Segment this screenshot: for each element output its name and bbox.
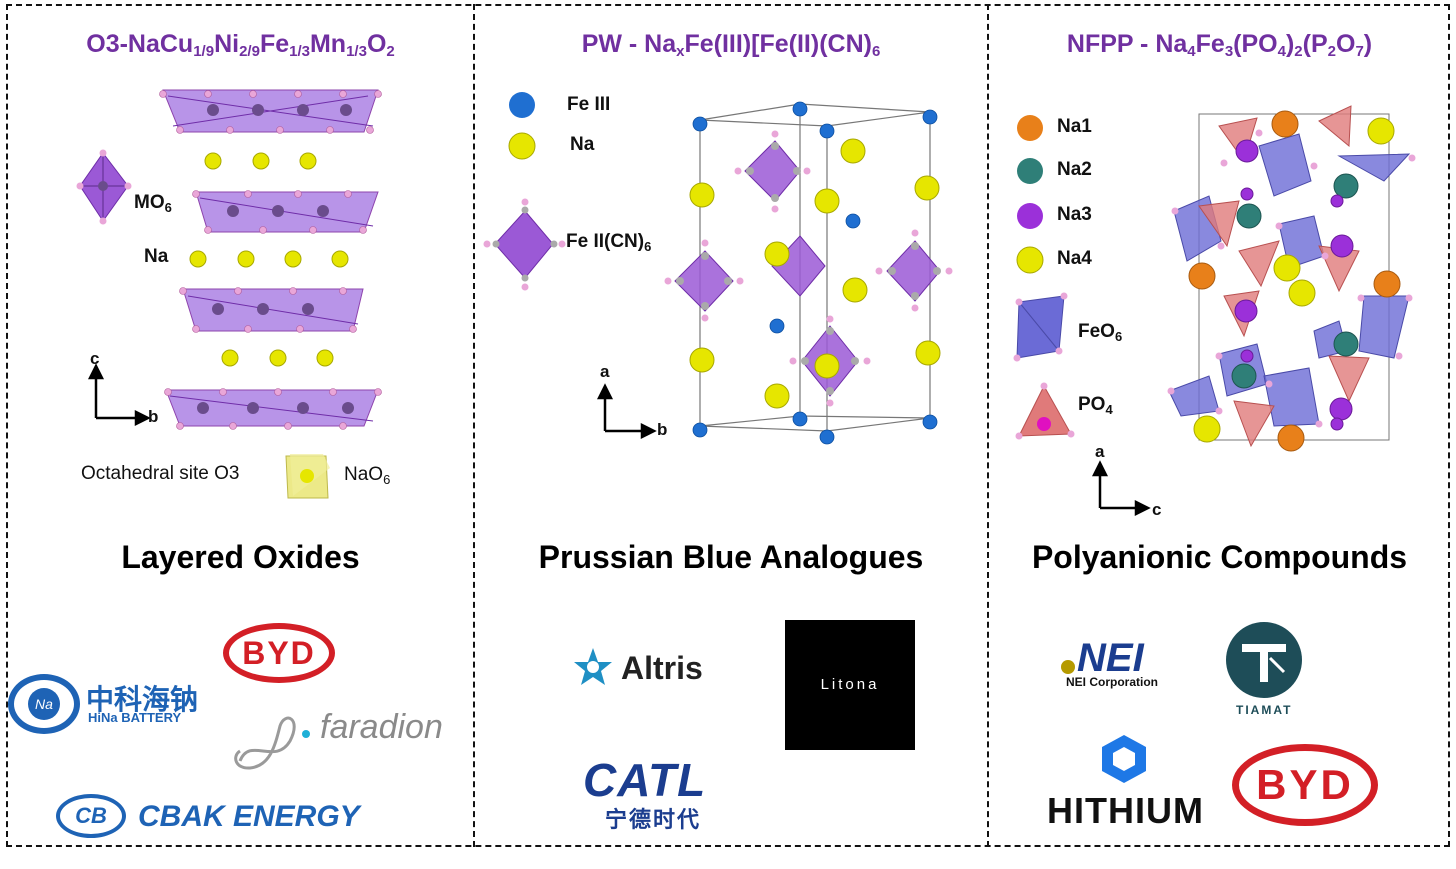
legend-na3-icon xyxy=(1017,203,1043,229)
axis-c-b xyxy=(87,363,151,427)
axis-c-label: c xyxy=(1152,500,1162,519)
oxygen-atoms xyxy=(159,90,382,430)
mo6-legend-octahedron xyxy=(76,149,132,225)
na-label: Na xyxy=(570,134,595,155)
prussian-heading: Prussian Blue Analogues xyxy=(538,539,924,575)
octahedral-site-label: Octahedral site O3 xyxy=(81,463,240,484)
axis-a-label: a xyxy=(1095,442,1105,461)
mo6-layer xyxy=(162,89,379,133)
cbak-logo-mark: CB xyxy=(56,794,126,838)
na1-label: Na1 xyxy=(1057,116,1092,137)
figure-frame xyxy=(6,4,1450,847)
fe3-atoms xyxy=(692,101,938,445)
polyanionic-structure-diagram xyxy=(1013,105,1416,517)
layered-title: O3-NaCu1/9Ni2/9Fe1/3Mn1/3O2 xyxy=(86,30,395,60)
legend-fecn6-octahedron xyxy=(483,198,566,291)
nei-logo: NEI xyxy=(1061,636,1144,681)
prussian-structure-diagram xyxy=(483,92,953,445)
na1-atoms xyxy=(1188,110,1401,452)
tiamat-logo-mark xyxy=(1226,622,1302,698)
mo6-layer xyxy=(182,288,364,332)
po4-label: PO4 xyxy=(1078,394,1113,417)
mo6-layer xyxy=(165,389,379,427)
nei-dot-icon xyxy=(1061,659,1075,674)
fecn6-octahedra xyxy=(674,140,941,397)
hithium-logo: HITHIUM xyxy=(1047,790,1204,831)
faradion-logo: faradion xyxy=(320,708,443,746)
nei-subtitle: NEI Corporation xyxy=(1066,675,1158,689)
panel-divider-2 xyxy=(987,4,989,847)
layer-metal-atoms xyxy=(197,104,354,414)
legend-feo6-icon xyxy=(1013,292,1068,362)
na3-label: Na3 xyxy=(1057,204,1092,225)
cbak-logo-text: CBAK ENERGY xyxy=(138,800,360,833)
n-atoms xyxy=(664,130,953,407)
altris-logo: Altris xyxy=(621,650,703,686)
litona-logo: Litona xyxy=(785,620,915,750)
legend-na-icon xyxy=(508,132,536,160)
na3-atoms xyxy=(1234,139,1354,431)
layered-structure-diagram xyxy=(76,89,382,499)
axis-a-b xyxy=(596,383,657,440)
panel-polyanionic: NFPP - Na4Fe3(PO4)2(P2O7) xyxy=(989,6,1450,846)
axis-c-label: c xyxy=(90,349,100,368)
legend-na2-icon xyxy=(1017,158,1043,184)
hina-en-text: HiNa BATTERY xyxy=(88,710,182,725)
prussian-title: PW - NaxFe(III)[Fe(II)(CN)6 xyxy=(581,30,881,60)
feo6-label: FeO6 xyxy=(1078,321,1123,344)
fecn6-label: Fe II(CN)6 xyxy=(566,231,652,254)
hina-logo-mark: Na xyxy=(8,674,80,734)
po4-tetrahedra xyxy=(1198,105,1370,448)
panel-divider-1 xyxy=(473,4,475,847)
tiamat-text: TIAMAT xyxy=(1236,703,1293,717)
catl-logo: CATL xyxy=(583,754,707,806)
panel-layered-oxides: O3-NaCu1/9Ni2/9Fe1/3Mn1/3O2 xyxy=(8,6,473,846)
polyanionic-title: NFPP - Na4Fe3(PO4)2(P2O7) xyxy=(1066,30,1373,60)
na-label: Na xyxy=(144,246,169,267)
polyanionic-heading: Polyanionic Compounds xyxy=(1031,539,1408,575)
hithium-hex-icon xyxy=(1102,735,1146,783)
byd-logo: BYD xyxy=(1232,744,1378,826)
fe3-label: Fe III xyxy=(567,94,611,115)
nao6-label: NaO6 xyxy=(344,464,391,487)
layered-heading: Layered Oxides xyxy=(121,539,360,575)
na2-label: Na2 xyxy=(1057,159,1092,180)
axis-b-label: b xyxy=(657,420,668,439)
legend-po4-icon xyxy=(1015,382,1075,440)
na-atoms xyxy=(189,152,349,367)
byd-logo: BYD xyxy=(223,623,335,683)
legend-na4-icon xyxy=(1016,246,1044,274)
cn-atoms xyxy=(676,142,941,395)
na4-label: Na4 xyxy=(1057,248,1092,269)
tiamat-t-icon xyxy=(1242,644,1286,682)
catl-cn-logo: 宁德时代 xyxy=(605,807,702,832)
legend-na1-icon xyxy=(1017,115,1043,141)
panel-prussian-blue: PW - NaxFe(III)[Fe(II)(CN)6 xyxy=(475,6,987,846)
mo6-label: MO6 xyxy=(134,192,172,215)
na4-atoms xyxy=(1193,117,1395,443)
hina-cn-text: 中科海钠 xyxy=(86,684,199,715)
axis-a-label: a xyxy=(600,362,610,381)
legend-fe3-icon xyxy=(509,92,535,118)
mo6-layer xyxy=(195,191,379,233)
na-atoms xyxy=(689,138,941,409)
axis-a-c xyxy=(1091,460,1151,517)
na2-atoms xyxy=(1231,173,1359,389)
altris-star-icon xyxy=(574,648,612,685)
nao6-octahedron xyxy=(285,454,330,499)
oxygen-atoms xyxy=(1167,129,1416,428)
faradion-mark-icon xyxy=(234,716,310,770)
axis-b-label: b xyxy=(148,407,159,426)
